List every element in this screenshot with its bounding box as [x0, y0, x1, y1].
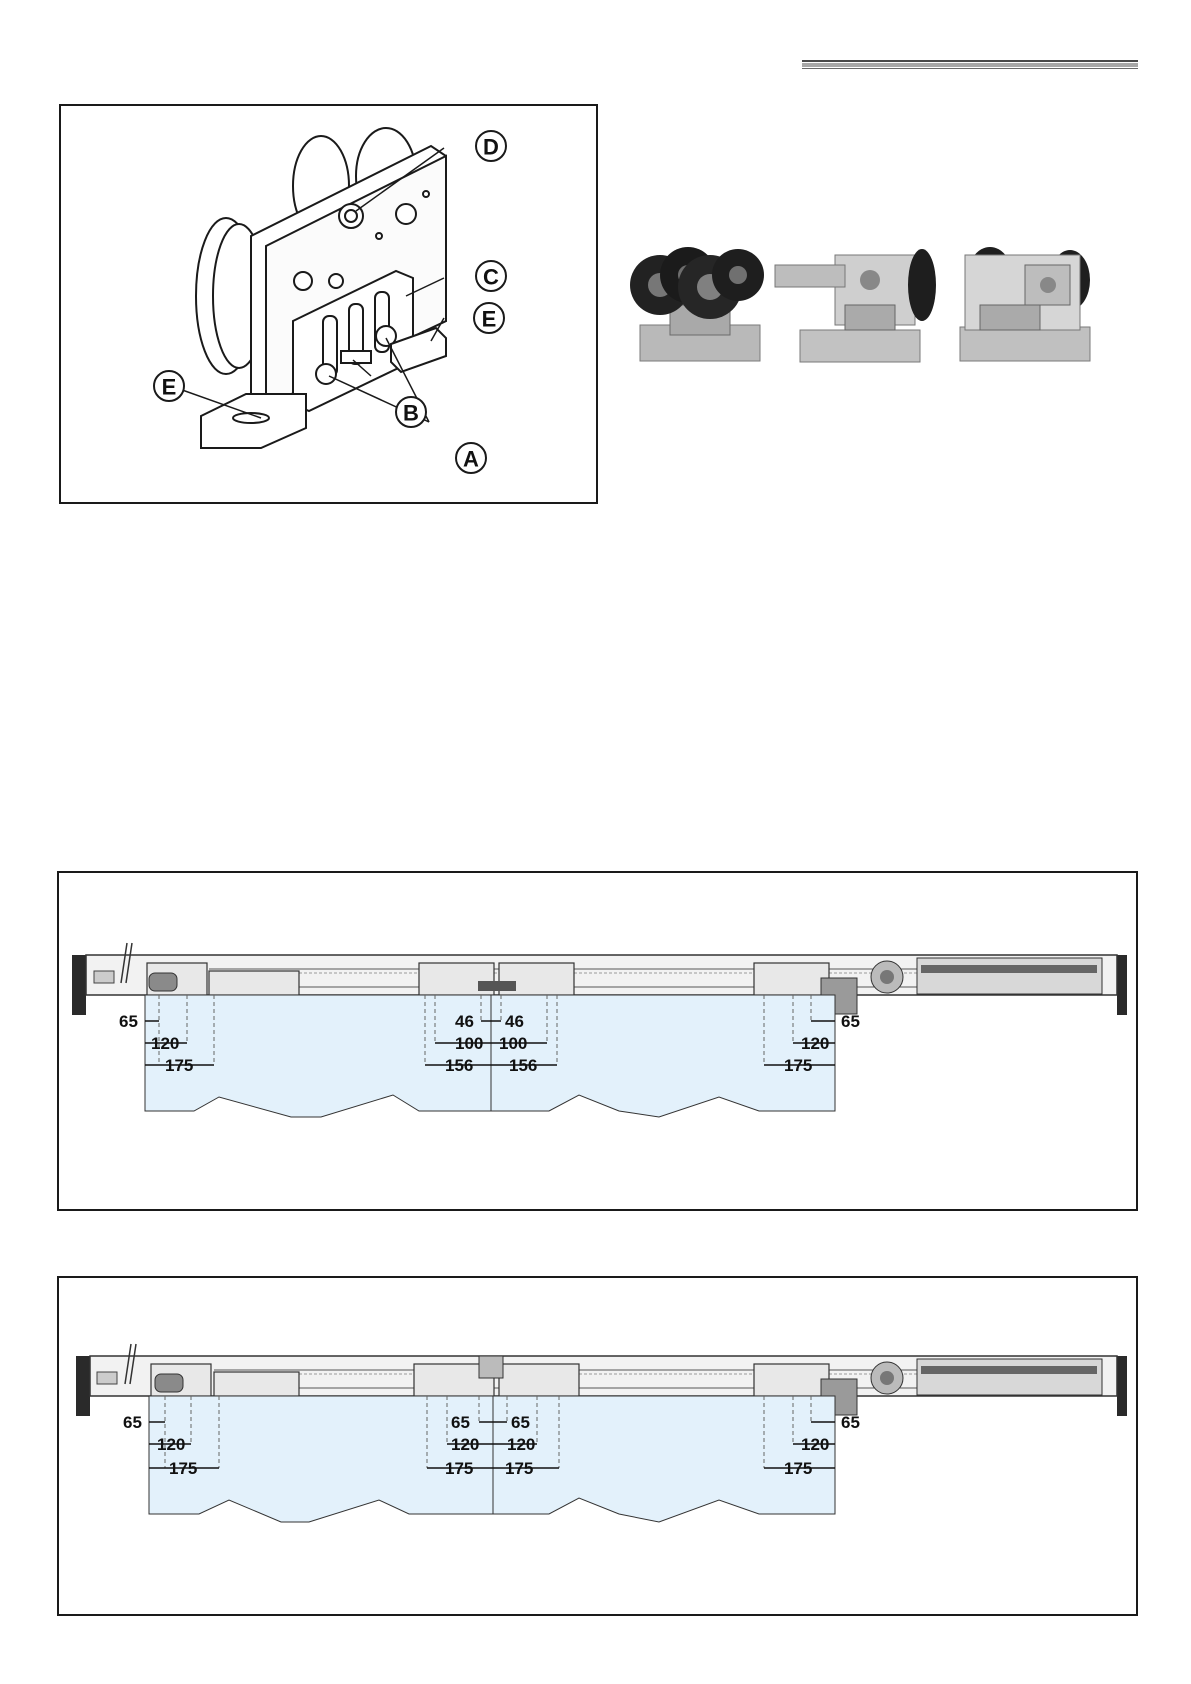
dim-175-right: 175: [784, 1459, 812, 1478]
callout-e-right-label: E: [482, 307, 497, 332]
dim-46-door1: 46: [455, 1012, 474, 1031]
sensor-left: [97, 1372, 117, 1384]
dim-156-door1: 156: [445, 1056, 473, 1075]
callout-b-label: B: [403, 401, 419, 426]
dim-120-door2: 120: [507, 1435, 535, 1454]
dim-175-left: 175: [165, 1056, 193, 1075]
control-unit: [917, 1359, 1102, 1395]
dim-100-door2: 100: [499, 1034, 527, 1053]
door-layout-svg-2: 65 120 175 65 120 175 65 120 175 120 175…: [59, 1278, 1136, 1614]
header-rule: [802, 60, 1138, 69]
dim-120-left: 120: [157, 1435, 185, 1454]
end-cap-left: [72, 955, 86, 1015]
dim-175-left: 175: [169, 1459, 197, 1478]
door-layout-svg-1: 65 120 175 46 100 156 46 100 156 120 175…: [59, 873, 1136, 1209]
trolley-drawing: D C E B A E: [61, 106, 596, 502]
dim-120-door1: 120: [451, 1435, 479, 1454]
dim-65-left: 65: [119, 1012, 138, 1031]
callout-c-label: C: [483, 265, 499, 290]
dim-65-right: 65: [841, 1413, 860, 1432]
glass-door-1: [145, 995, 491, 1117]
dim-175-right: 175: [784, 1056, 812, 1075]
trolley-left-door2: [499, 1364, 579, 1396]
end-cap-left: [76, 1356, 90, 1416]
screw-a2: [316, 364, 336, 384]
dim-65-right: 65: [841, 1012, 860, 1031]
door-layout-diagram-1: 65 120 175 46 100 156 46 100 156 120 175…: [57, 871, 1138, 1211]
trolley-drawing-frame: D C E B A E: [59, 104, 598, 504]
dim-65-door2: 65: [511, 1413, 530, 1432]
callout-e-left-label: E: [162, 375, 177, 400]
dim-65-left: 65: [123, 1413, 142, 1432]
trolley-photo-2: [775, 249, 936, 362]
dim-65-door1: 65: [451, 1413, 470, 1432]
glass-door-1: [149, 1396, 493, 1522]
dim-100-door1: 100: [455, 1034, 483, 1053]
end-cap-right: [1117, 1356, 1127, 1416]
end-cap-right: [1117, 955, 1127, 1015]
trolley-photo-3: [960, 247, 1090, 361]
lock-nut-b: [341, 351, 371, 363]
dim-156-door2: 156: [509, 1056, 537, 1075]
trolley-right-door2: [754, 963, 829, 995]
dim-120-right: 120: [801, 1435, 829, 1454]
control-unit: [917, 958, 1102, 994]
door-layout-diagram-2: 65 120 175 65 120 175 65 120 175 120 175…: [57, 1276, 1138, 1616]
dim-175-door2: 175: [505, 1459, 533, 1478]
trolley-photos: [630, 245, 1110, 370]
trolley-photo-1: [630, 247, 764, 361]
sensor-left: [94, 971, 114, 983]
dim-120-left: 120: [151, 1034, 179, 1053]
callout-a-label: A: [463, 447, 479, 472]
trolley-right-door2: [754, 1364, 829, 1396]
dim-46-door2: 46: [505, 1012, 524, 1031]
dim-120-right: 120: [801, 1034, 829, 1053]
callout-d-label: D: [483, 135, 499, 160]
dim-175-door1: 175: [445, 1459, 473, 1478]
